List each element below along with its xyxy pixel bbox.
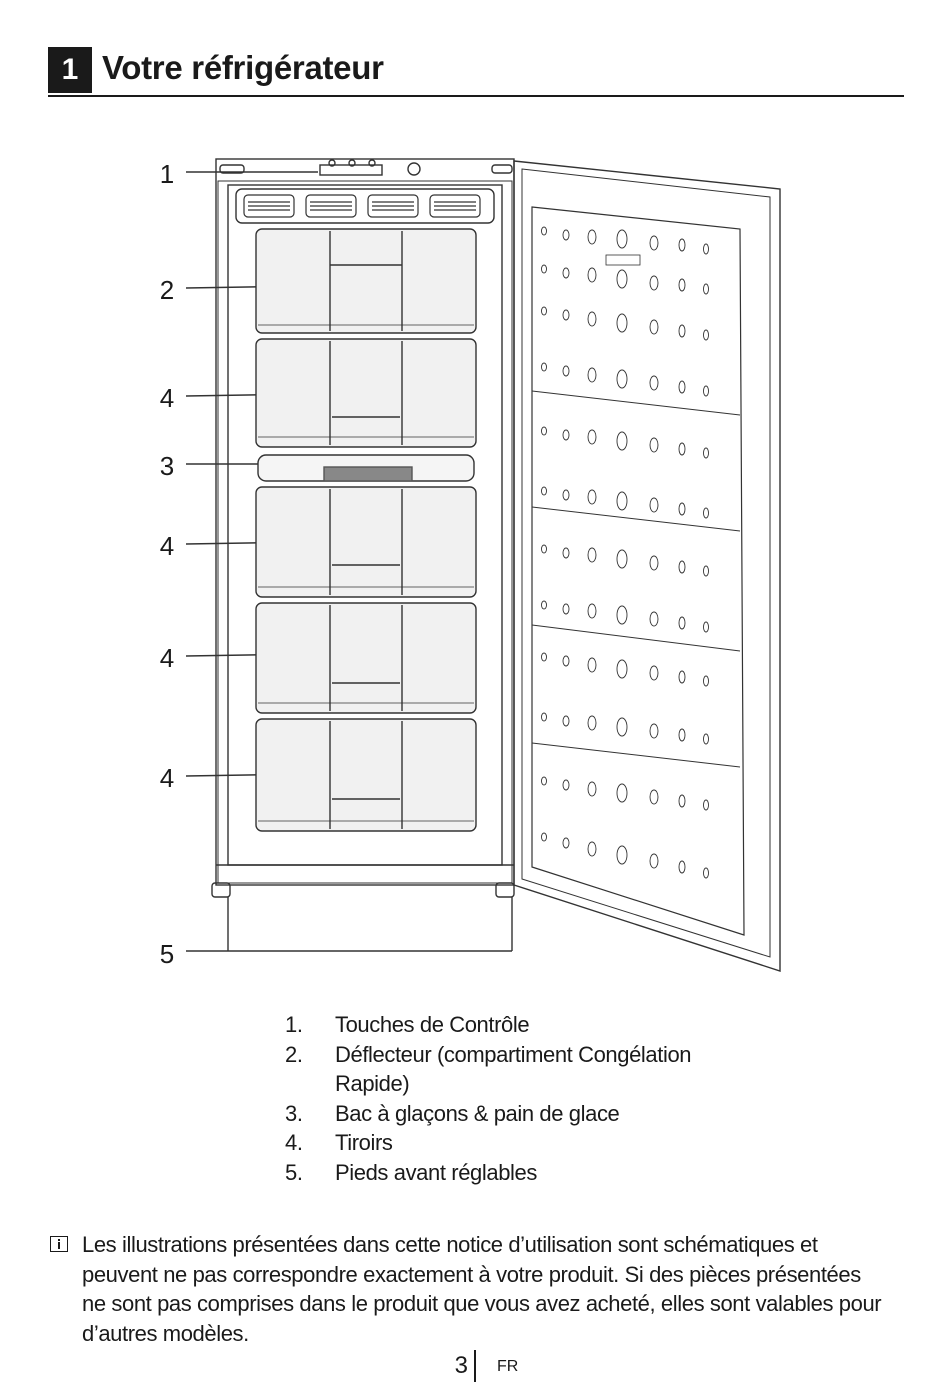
open-door [513, 160, 781, 972]
freezer-diagram: 1 2 4 3 4 4 4 5 [140, 145, 800, 985]
legend-item: 2. Déflecteur (compartiment Congélation … [285, 1040, 735, 1099]
vent-grille [243, 194, 481, 218]
page-number: 3 [454, 1352, 468, 1379]
callout-label: 4 [159, 531, 175, 561]
legend-item: 3. Bac à glaçons & pain de glace [285, 1099, 735, 1129]
button-icon [348, 159, 356, 167]
callout-label: 1 [159, 159, 175, 189]
door-texture [541, 226, 709, 879]
legend-number: 3. [285, 1100, 303, 1126]
adjustable-feet [211, 882, 515, 898]
legend-number: 1. [285, 1012, 303, 1037]
drawer-fast-freeze [255, 228, 477, 334]
legend-text: Pieds avant réglables [335, 1159, 537, 1185]
info-icon [50, 1236, 68, 1252]
section-number: 1 [48, 47, 92, 93]
button-icon [368, 159, 376, 167]
hinge-icon [491, 164, 513, 174]
ice-tray [257, 454, 475, 482]
legend-item: 4. Tiroirs [285, 1128, 735, 1158]
callout-label: 5 [159, 939, 175, 969]
button-icon [328, 159, 336, 167]
legend-item: 5. Pieds avant réglables [285, 1158, 735, 1188]
drawer [255, 486, 477, 598]
footer-divider [474, 1350, 476, 1382]
callout-label: 2 [159, 275, 175, 305]
legend-number: 5. [285, 1159, 303, 1185]
parts-legend: 1. Touches de Contrôle 2. Déflecteur (co… [285, 1010, 735, 1187]
handle-icon [219, 164, 245, 174]
page-title: Votre réfrigérateur [102, 49, 384, 86]
legend-text: Bac à glaçons & pain de glace [335, 1100, 620, 1126]
callout-label: 4 [159, 763, 175, 793]
callout-label: 4 [159, 643, 175, 673]
section-header: 1 Votre réfrigérateur [48, 47, 904, 97]
note-text: Les illustrations présentées dans cette … [82, 1232, 882, 1346]
callout-label: 4 [159, 383, 175, 413]
language-code: FR [497, 1358, 519, 1375]
control-panel [319, 164, 383, 176]
legend-number: 4. [285, 1130, 303, 1155]
air-vent [235, 188, 495, 224]
legend-text: Tiroirs [335, 1130, 393, 1155]
callout-label: 3 [159, 451, 175, 481]
legend-item: 1. Touches de Contrôle [285, 1010, 735, 1040]
cabinet-inner [217, 180, 513, 884]
thermostat-knob-icon [407, 162, 421, 176]
legend-text: Touches de Contrôle [335, 1012, 530, 1037]
legend-text: Déflecteur (compartiment Congélation Rap… [335, 1041, 692, 1097]
drawer [255, 718, 477, 832]
drawer [255, 338, 477, 448]
legend-number: 2. [285, 1041, 303, 1067]
drawer [255, 602, 477, 714]
freezer-illustration [185, 158, 781, 972]
